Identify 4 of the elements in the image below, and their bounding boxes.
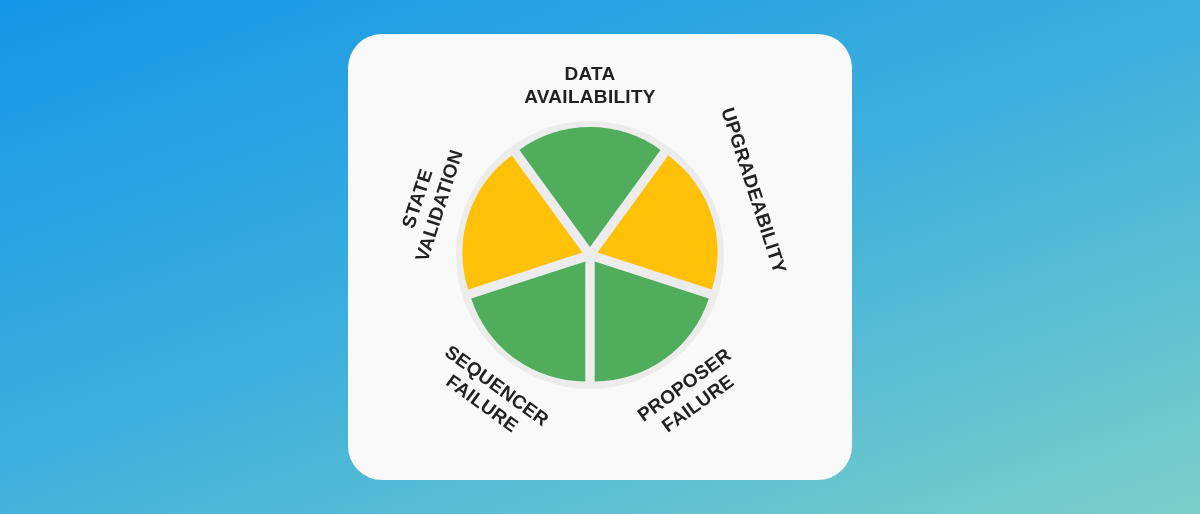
pie-slice [597, 155, 718, 290]
pie-slice [462, 155, 583, 290]
slice-label: DATA AVAILABILITY [523, 62, 657, 108]
pie-slice [519, 127, 661, 247]
